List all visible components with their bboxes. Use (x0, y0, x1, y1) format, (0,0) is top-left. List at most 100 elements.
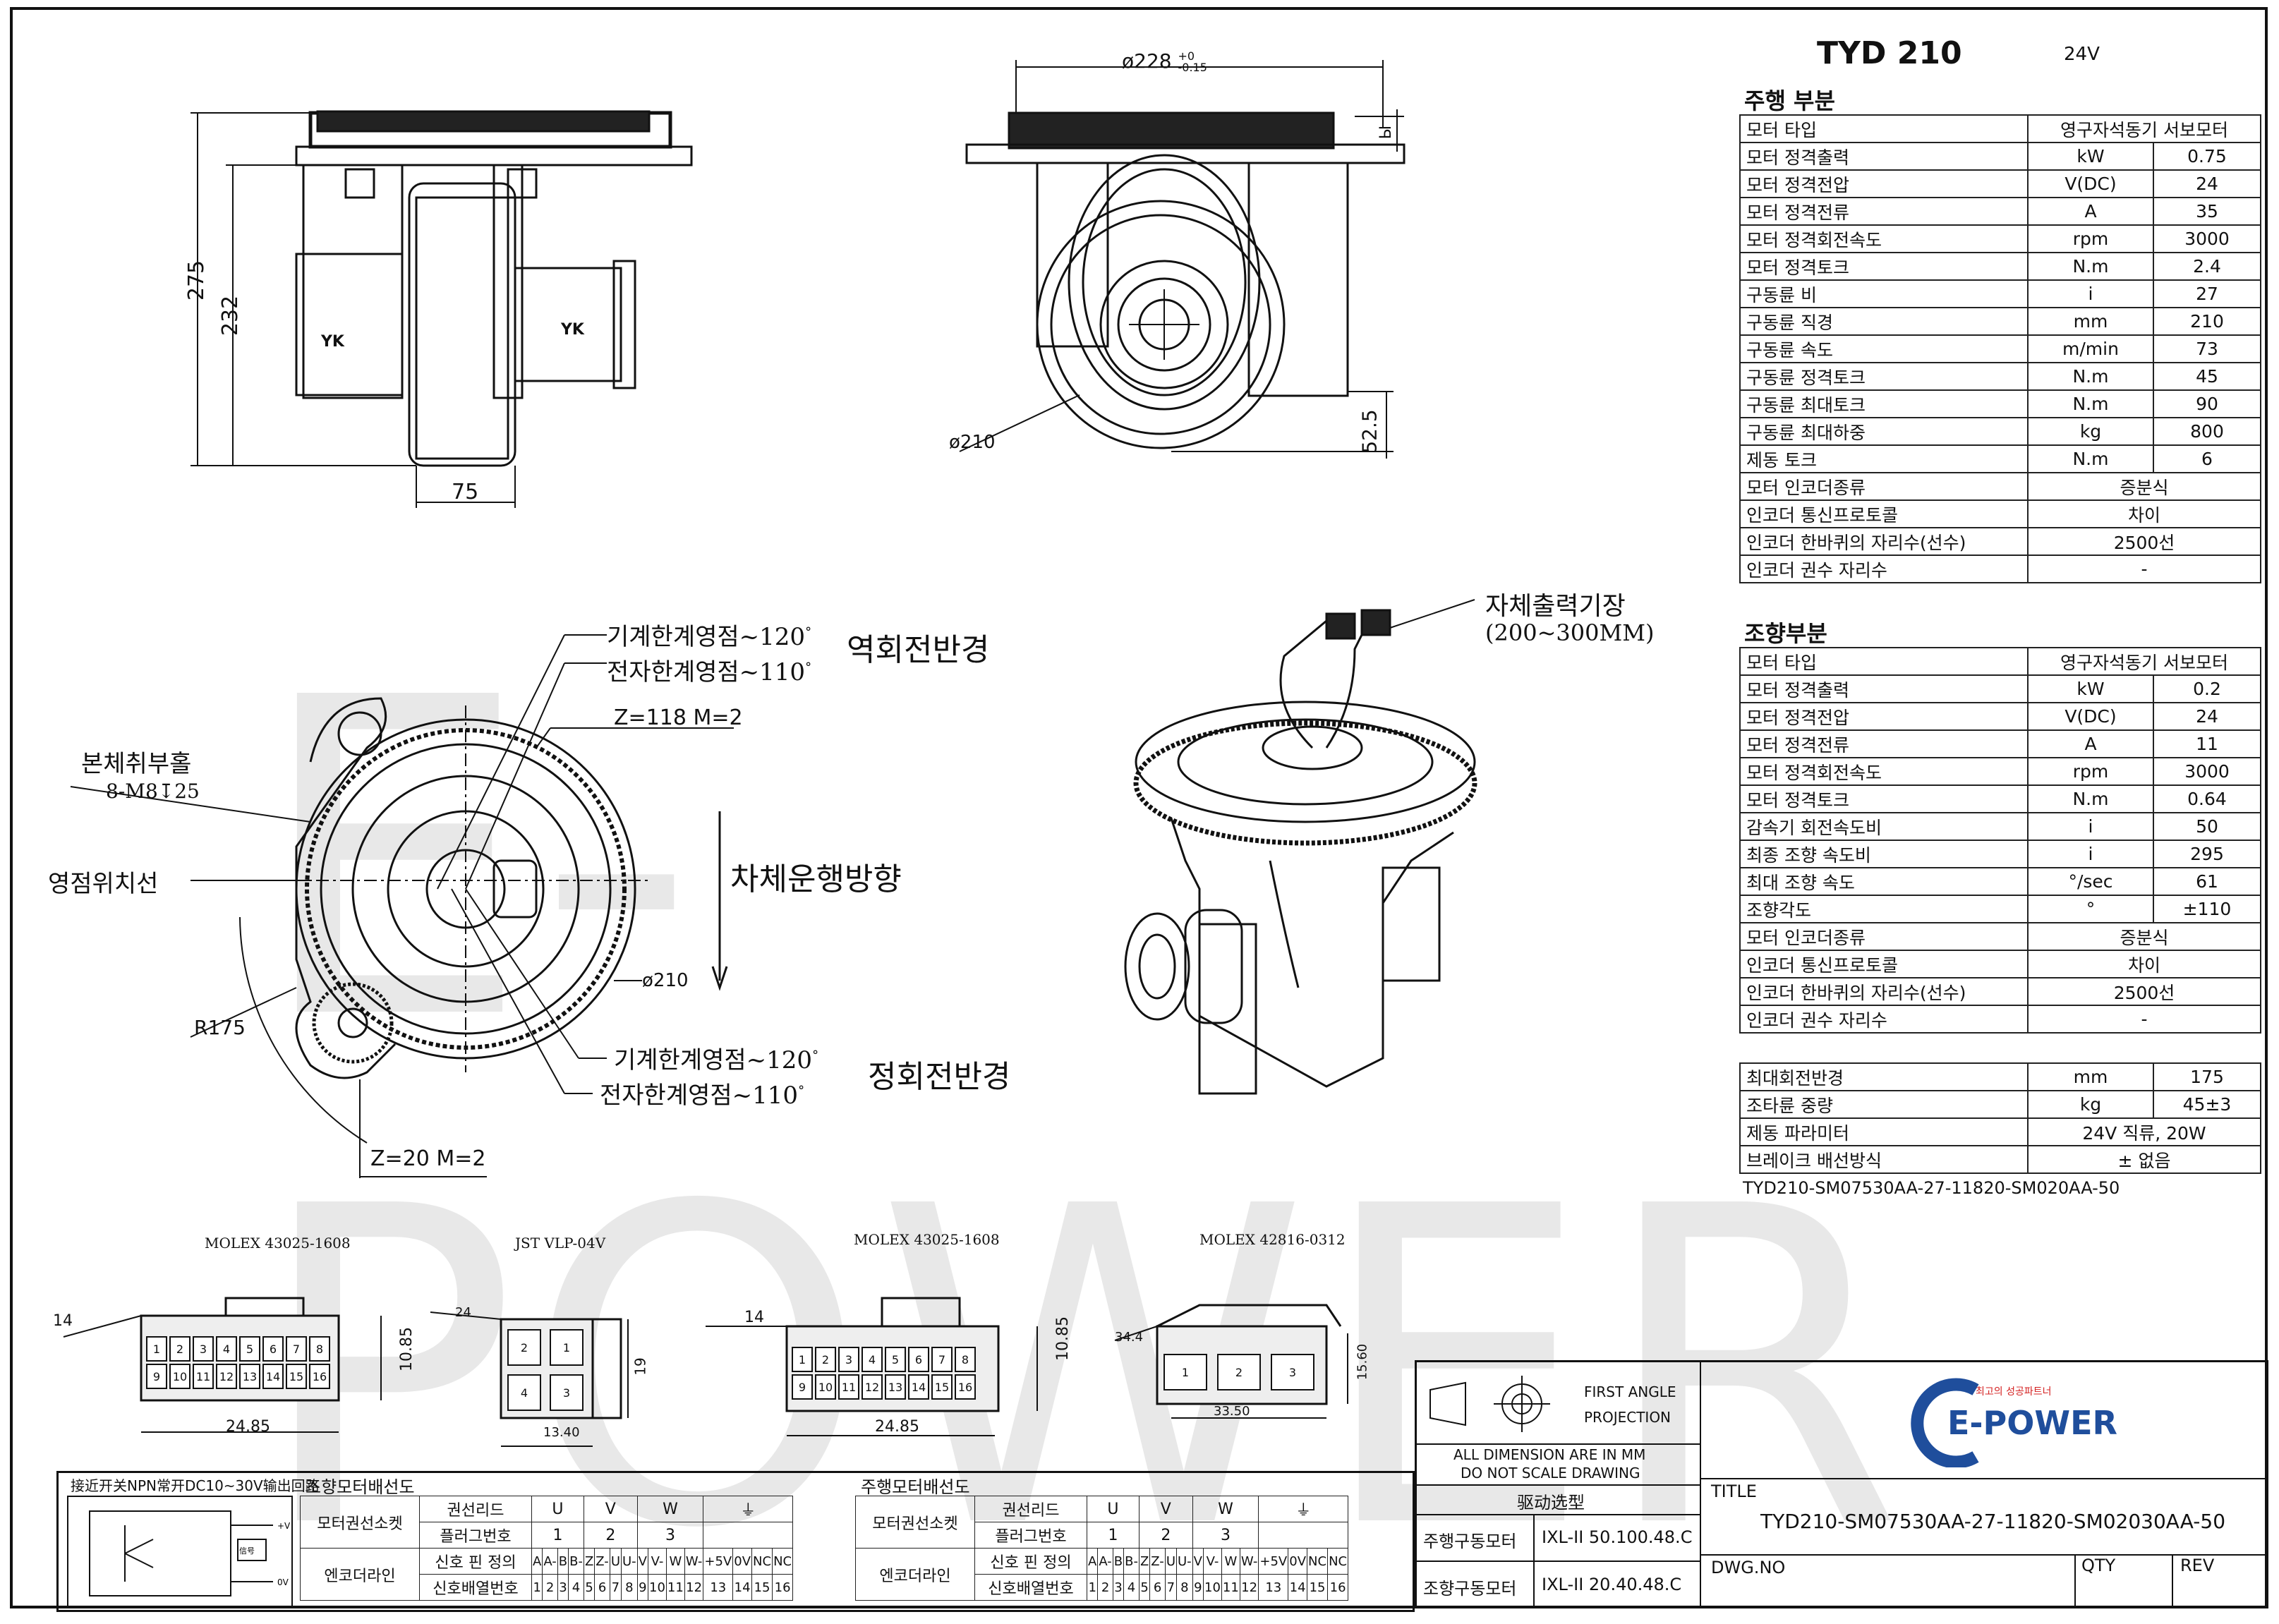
misc-spec-label: 조타륜 중량 (1739, 1090, 2029, 1119)
signal-num-cell: 3 (1112, 1574, 1125, 1601)
plug-empty-cell (1258, 1522, 1349, 1549)
lead-cell: W (636, 1496, 704, 1522)
signal-cell: Z (1138, 1548, 1151, 1575)
plug-cell: 3 (1192, 1522, 1259, 1549)
connector-pin-label: 8 (962, 1353, 969, 1367)
connector-pin-label: 1 (1182, 1366, 1189, 1379)
connector-1-height: 10.85 (397, 1327, 416, 1371)
steer-spec-unit: rpm (2027, 757, 2154, 786)
drive-spec-value: 6 (2153, 444, 2261, 473)
plug-no-label: 플러그번호 (974, 1522, 1087, 1549)
signal-num-cell: 14 (732, 1574, 753, 1601)
plug-empty-cell (703, 1522, 794, 1549)
connector-pin-label: 6 (915, 1353, 922, 1367)
dim-front-small: Ы (1377, 125, 1396, 140)
connector-pin (262, 1336, 284, 1362)
note-do-not-scale: DO NOT SCALE DRAWING (1461, 1465, 1640, 1481)
steer-spec-value: 295 (2153, 840, 2261, 868)
signal-no-label: 신호배열번호 (419, 1574, 532, 1601)
signal-cell: Z- (594, 1548, 610, 1575)
signal-num-cell: 2 (1097, 1574, 1113, 1601)
connector-pin (862, 1374, 883, 1400)
signal-cell: A- (542, 1548, 558, 1575)
drive-spec-value: 24 (2153, 169, 2261, 198)
drive-spec-label: 모터 정격토크 (1739, 252, 2029, 281)
plug-cell: 2 (583, 1522, 638, 1549)
signal-cell: Z- (1149, 1548, 1166, 1575)
drive-spec-label: 모터 타입 (1739, 114, 2029, 143)
cw-range-label: 정회전반경 (868, 1059, 1011, 1095)
drive-spec-value: 0.75 (2153, 142, 2261, 171)
connector-pin (792, 1374, 813, 1400)
signal-num-cell: 7 (609, 1574, 622, 1601)
drive-spec-value: 35 (2153, 197, 2261, 226)
deg-mark-2: ° (805, 660, 812, 675)
steer-spec-label: 인코더 한바퀴의 자리수(선수) (1739, 977, 2029, 1006)
select-title: 驱动选型 (1517, 1493, 1585, 1513)
signal-cell: V (636, 1548, 649, 1575)
lead-cell: U (1087, 1496, 1140, 1522)
misc-spec-label: 제동 파라미터 (1739, 1117, 2029, 1146)
drive-spec-label: 구동륜 최대하중 (1739, 417, 2029, 446)
plug-cell: 3 (636, 1522, 704, 1549)
steer-spec-value: 차이 (2027, 950, 2261, 978)
drive-spec-value: 27 (2153, 279, 2261, 308)
deg-mark-4: ° (798, 1083, 805, 1098)
first-angle-projection-icon (1429, 1376, 1550, 1432)
dwg-row (1700, 1554, 2268, 1608)
signal-cell: V- (1203, 1548, 1222, 1575)
motor-socket-label: 모터권선소켓 (855, 1496, 975, 1549)
drive-spec-label: 모터 정격회전속도 (1739, 224, 2029, 253)
connector-4-name: MOLEX 42816-0312 (1199, 1231, 1346, 1248)
drive-spec-unit: N.m (2027, 444, 2154, 473)
misc-spec-value: 24V 직류, 20W (2027, 1117, 2261, 1146)
connector-pin-label: 15 (289, 1370, 303, 1383)
iso-view (1124, 599, 1477, 1095)
mech-limit-cw-text: 기계한계영점~120 (614, 1046, 813, 1074)
drive-spec-unit: i (2027, 279, 2154, 308)
steer-spec-row: 인코더 한바퀴의 자리수(선수)2500선 (1739, 977, 2261, 1006)
elec-limit-cw-text: 전자한계영점~110 (600, 1081, 799, 1110)
connector-pin (169, 1364, 191, 1389)
connector-pin-label: 13 (243, 1370, 257, 1383)
misc-spec-unit: kg (2027, 1090, 2154, 1119)
drive-spec-value: 90 (2153, 389, 2261, 418)
connector-1-width: 24.85 (226, 1418, 270, 1436)
connector-2-height: 19 (631, 1357, 649, 1376)
steer-spec-value: 50 (2153, 812, 2261, 841)
connector-2-depth: 24 (455, 1305, 471, 1320)
signal-def-label: 신호 핀 정의 (974, 1548, 1087, 1575)
radius-label: R175 (194, 1016, 246, 1039)
drive-spec-label: 인코더 한바퀴의 자리수(선수) (1739, 527, 2029, 556)
steer-model-divider (1415, 1561, 1535, 1608)
signal-num-cell: 13 (1258, 1574, 1289, 1601)
dwg-label: DWG.NO (1711, 1558, 1786, 1577)
sensor-zero-label: 0V (277, 1577, 289, 1587)
steer-spec-unit: N.m (2027, 784, 2154, 813)
qty-label: QTY (2081, 1556, 2116, 1575)
steer-spec-row: 인코더 권수 자리수- (1739, 1005, 2261, 1034)
connector-pin-label: 12 (219, 1370, 234, 1383)
connector-pin-label: 10 (818, 1381, 833, 1394)
connector-pin-label: 3 (200, 1343, 207, 1356)
steer-spec-value: 11 (2153, 729, 2261, 758)
connector-4-width: 33.50 (1214, 1404, 1250, 1419)
steer-spec-value: 영구자석동기 서보모터 (2027, 647, 2261, 676)
connector-pin-label: 2 (176, 1343, 183, 1356)
connector-3-depth: 14 (744, 1309, 764, 1326)
misc-spec-label: 최대회전반경 (1739, 1062, 2029, 1091)
steer-spec-label: 인코더 권수 자리수 (1739, 1005, 2029, 1034)
